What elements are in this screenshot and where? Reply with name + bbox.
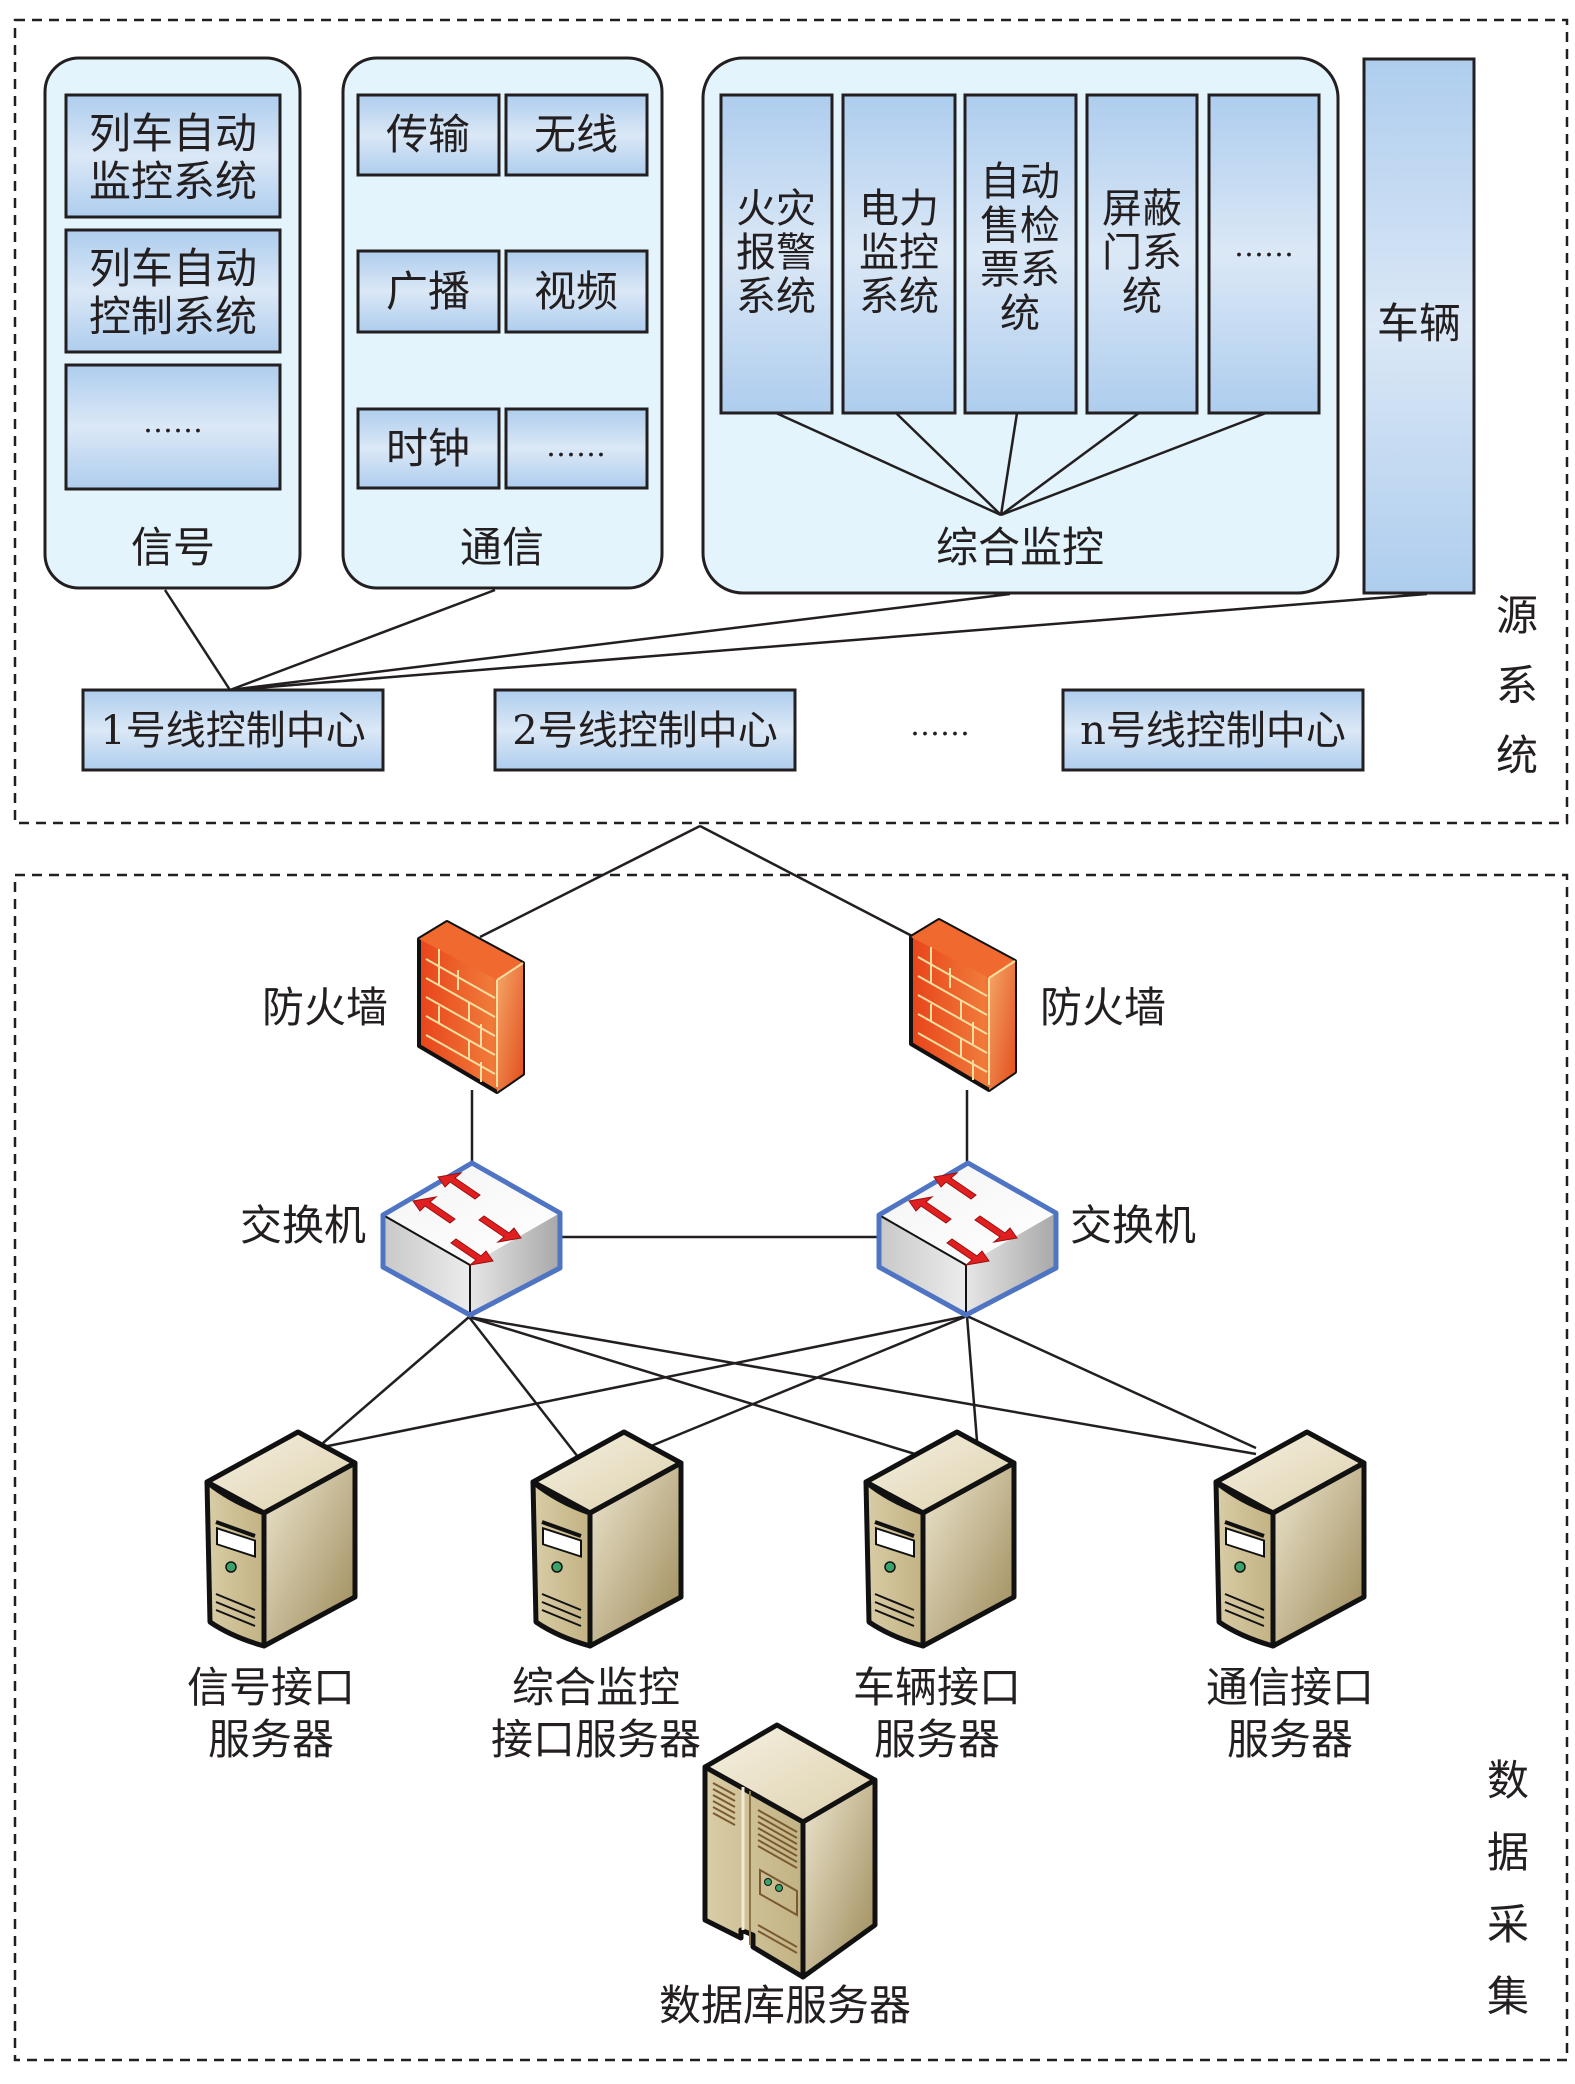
control-center-label: 2号线控制中心 xyxy=(512,708,777,754)
server-label-line: 服务器 xyxy=(874,1715,1000,1764)
control-center-label: n号线控制中心 xyxy=(1080,708,1346,754)
signal-group-label: 信号 xyxy=(131,523,215,572)
subsystem-afc: 自动 售检 票系 统 xyxy=(963,93,1078,415)
subsystem-line: 监控 xyxy=(859,230,939,276)
switch-label-right: 交换机 xyxy=(1070,1201,1196,1250)
database-server-icon xyxy=(702,1722,878,1980)
subsystem-line: 统 xyxy=(1122,274,1162,320)
server-icon xyxy=(204,1429,358,1649)
section-label-char: 采 xyxy=(1487,1900,1529,1949)
data-collection-section-label: 数 据 采 集 xyxy=(1487,1756,1529,2021)
subsystem-fas: 火灾 报警 系统 xyxy=(719,93,834,415)
item-line: 列车自动 xyxy=(89,109,257,158)
ellipsis-text: …… xyxy=(546,429,606,464)
comm-item: 无线 xyxy=(504,93,649,177)
vehicle-box: 车辆 xyxy=(1362,57,1476,595)
server-label-line: 车辆接口 xyxy=(853,1663,1021,1712)
server-label-line: 综合监控 xyxy=(512,1663,680,1712)
subsystem-psd: 屏蔽 门系 统 xyxy=(1085,93,1199,415)
server-label-line: 通信接口 xyxy=(1206,1663,1374,1712)
ellipsis-text: …… xyxy=(1234,229,1294,264)
integrated-monitoring-group: 火灾 报警 系统 电力 监控 系统 自动 售检 票系 统 屏蔽 门系 统 …… … xyxy=(701,56,1340,595)
server-label-line: 接口服务器 xyxy=(491,1715,701,1764)
subsystem-line: 报警 xyxy=(736,230,816,276)
item-line: 控制系统 xyxy=(89,292,257,341)
comm-item: 传输 xyxy=(356,93,501,177)
source-system-frame xyxy=(13,18,1569,825)
comm-item-label: 传输 xyxy=(386,110,470,159)
control-center-2: 2号线控制中心 xyxy=(493,688,797,772)
switch-label-left: 交换机 xyxy=(240,1201,366,1250)
firewall-icon xyxy=(417,920,525,1094)
server-icon xyxy=(863,1429,1017,1649)
comm-item-label: 时钟 xyxy=(386,424,470,473)
ellipsis-text: …… xyxy=(143,405,203,440)
firewall-icon xyxy=(909,918,1017,1092)
signal-item-more: …… xyxy=(64,363,282,491)
server-icon xyxy=(530,1429,684,1649)
comm-group: 传输 无线 广播 视频 时钟 …… 通信 xyxy=(341,56,664,590)
signal-item-ats: 列车自动 监控系统 xyxy=(64,93,282,219)
subsystem-line: 门系 xyxy=(1102,230,1182,276)
section-label-char: 源 xyxy=(1496,591,1538,640)
subsystem-line: 电力 xyxy=(859,186,939,232)
signal-item-atc: 列车自动 控制系统 xyxy=(64,228,282,354)
section-label-char: 数 xyxy=(1487,1756,1529,1805)
subsystem-line: 屏蔽 xyxy=(1102,186,1182,232)
firewall-label-left: 防火墙 xyxy=(262,983,388,1032)
comm-item-label: 无线 xyxy=(534,110,618,159)
source-connectors xyxy=(163,588,1428,692)
subsystem-line: 统 xyxy=(1000,291,1040,337)
switch-icon xyxy=(876,1160,1059,1318)
section-label-char: 系 xyxy=(1496,661,1538,710)
section-label-char: 据 xyxy=(1487,1828,1529,1877)
subsystem-line: 火灾 xyxy=(736,186,816,232)
subsystem-line: 票系 xyxy=(980,247,1060,293)
comm-item: …… xyxy=(504,407,649,490)
integrated-group-label: 综合监控 xyxy=(936,523,1104,572)
server-label-vehicle: 车辆接口 服务器 xyxy=(853,1663,1021,1764)
subsystem-power: 电力 监控 系统 xyxy=(841,93,957,415)
comm-group-label: 通信 xyxy=(460,523,544,572)
server-label-signal: 信号接口 服务器 xyxy=(187,1663,355,1764)
control-center-ellipsis: …… xyxy=(910,708,970,743)
source-system-section-label: 源 系 统 xyxy=(1496,591,1538,780)
subsystem-line: 售检 xyxy=(980,203,1060,249)
comm-item: 视频 xyxy=(504,249,649,334)
subsystem-line: 自动 xyxy=(980,159,1060,205)
switch-server-links xyxy=(322,1314,1257,1458)
section-label-char: 集 xyxy=(1487,1972,1529,2021)
switch-icon xyxy=(380,1160,563,1318)
server-label-line: 服务器 xyxy=(1227,1715,1353,1764)
control-center-1: 1号线控制中心 xyxy=(81,688,385,772)
uplink-lines xyxy=(470,824,969,1239)
item-line: 列车自动 xyxy=(89,244,257,293)
subsystem-line: 系统 xyxy=(859,274,939,320)
item-line: 监控系统 xyxy=(89,157,257,206)
comm-item: 广播 xyxy=(356,249,501,334)
data-collection-frame xyxy=(13,873,1569,2062)
vehicle-label: 车辆 xyxy=(1377,299,1461,348)
server-label-comm: 通信接口 服务器 xyxy=(1206,1663,1374,1764)
section-label-char: 统 xyxy=(1496,731,1538,780)
server-icon xyxy=(1213,1429,1367,1649)
comm-item: 时钟 xyxy=(356,407,501,490)
control-center-n: n号线控制中心 xyxy=(1061,688,1365,772)
signal-group: 列车自动 监控系统 列车自动 控制系统 …… 信号 xyxy=(43,56,302,590)
server-label-line: 信号接口 xyxy=(187,1663,355,1712)
comm-item-label: 视频 xyxy=(534,267,618,316)
database-server-label: 数据库服务器 xyxy=(659,1981,911,2030)
server-label-line: 服务器 xyxy=(208,1715,334,1764)
subsystem-more: …… xyxy=(1207,93,1321,415)
comm-item-label: 广播 xyxy=(386,267,470,316)
server-label-integrated: 综合监控 接口服务器 xyxy=(491,1663,701,1764)
subsystem-line: 系统 xyxy=(736,274,816,320)
firewall-label-right: 防火墙 xyxy=(1040,983,1166,1032)
control-center-label: 1号线控制中心 xyxy=(100,708,365,754)
fan-lines xyxy=(775,411,1267,517)
